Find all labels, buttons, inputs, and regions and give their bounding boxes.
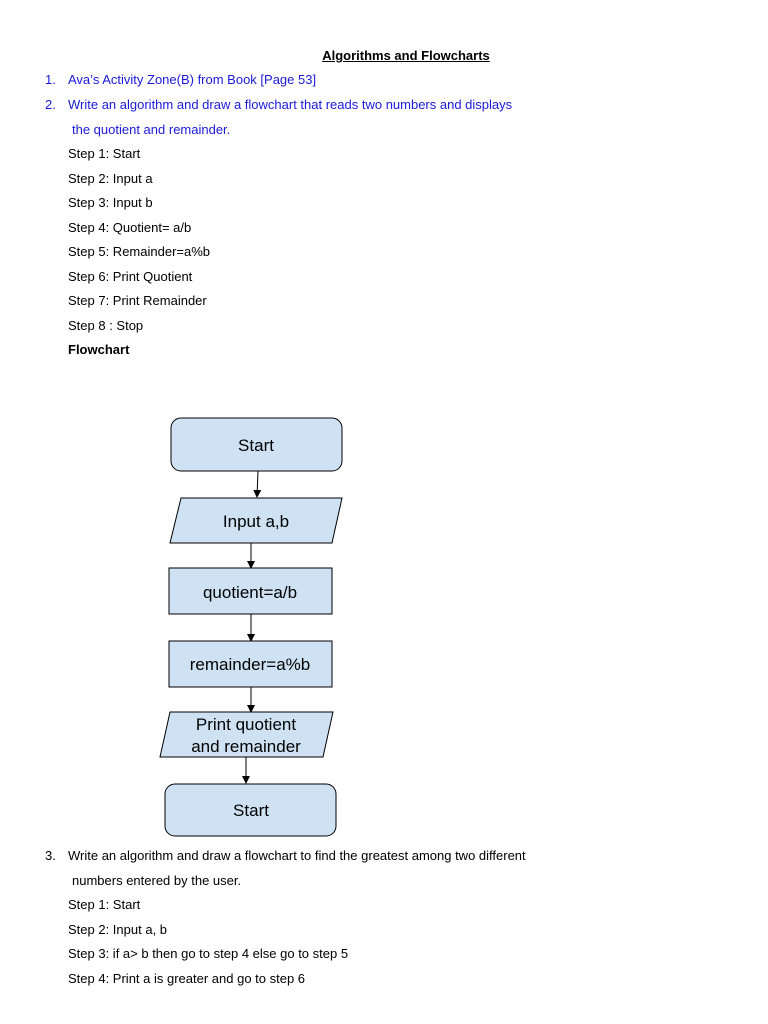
flowchart-print-label-line1: Print quotient xyxy=(196,715,296,734)
flowchart-end-label: Start xyxy=(233,801,269,820)
algorithm1-step-1: Step 1: Start xyxy=(68,146,141,161)
flowchart-quotient-process xyxy=(168,567,333,615)
flowchart-start-terminal xyxy=(170,417,343,472)
flowchart-remainder-process xyxy=(168,640,333,688)
algorithm2-step-3: Step 3: if a> b then go to step 4 else g… xyxy=(68,946,349,961)
algorithm1-step-7: Step 7: Print Remainder xyxy=(68,293,207,308)
algorithm1-step-3: Step 3: Input b xyxy=(68,195,153,210)
algorithm1-step-6: Step 6: Print Quotient xyxy=(68,269,193,284)
algorithm2-step-2: Step 2: Input a, b xyxy=(68,922,168,937)
item-text-2-continuation: the quotient and remainder. xyxy=(72,122,231,137)
item-text-3-continuation: numbers entered by the user. xyxy=(72,873,242,888)
flowchart-input-label: Input a,b xyxy=(223,512,289,531)
page-title: Algorithms and Flowcharts xyxy=(322,48,490,63)
item-number-2: 2. xyxy=(45,97,56,112)
algorithm2-step-4: Step 4: Print a is greater and go to ste… xyxy=(68,971,306,986)
flowchart-print-label-line2: and remainder xyxy=(191,737,301,756)
flowchart-remainder-label: remainder=a%b xyxy=(190,655,311,674)
item-number-3: 3. xyxy=(45,848,56,863)
item-text-2: Write an algorithm and draw a flowchart … xyxy=(68,97,513,112)
algorithm1-step-4: Step 4: Quotient= a/b xyxy=(68,220,192,235)
flowchart-input-io xyxy=(169,497,343,544)
flowchart-quotient-label: quotient=a/b xyxy=(203,583,297,602)
item-number-1: 1. xyxy=(45,72,56,87)
flowchart-print-io xyxy=(159,711,334,758)
flowchart-label: Flowchart xyxy=(68,342,130,357)
flowchart-end-terminal xyxy=(164,783,337,837)
connector-1 xyxy=(253,470,262,498)
algorithm2-step-1: Step 1: Start xyxy=(68,897,141,912)
flowchart-start-label: Start xyxy=(238,436,274,455)
item-text-3: Write an algorithm and draw a flowchart … xyxy=(68,848,526,863)
algorithm1-step-5: Step 5: Remainder=a%b xyxy=(68,244,211,259)
item-text-1: Ava’s Activity Zone(B) from Book [Page 5… xyxy=(68,72,317,87)
algorithm1-step-8: Step 8 : Stop xyxy=(68,318,144,333)
algorithm1-step-2: Step 2: Input a xyxy=(68,171,153,186)
